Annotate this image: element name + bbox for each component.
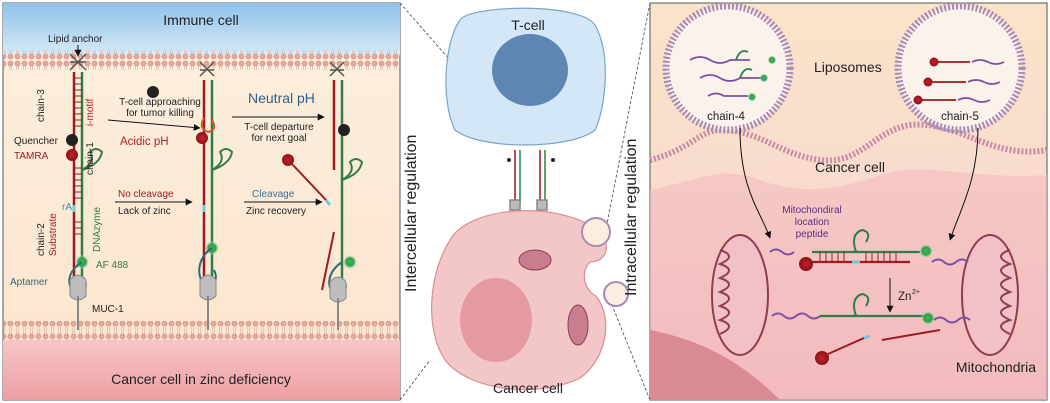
- lack-zinc-label: Lack of zinc: [118, 206, 171, 217]
- quencher-label: Quencher: [14, 136, 59, 147]
- intracellular-label: Intracellular regulation: [623, 139, 640, 296]
- immune-cell-label: Immune cell: [163, 12, 238, 28]
- no-cleavage-label: No cleavage: [118, 189, 174, 200]
- intercellular-label: Intercellular regulation: [403, 135, 420, 292]
- zinc-recovery-label: Zinc recovery: [246, 206, 306, 217]
- synapse-constructs: [507, 150, 555, 211]
- mito-peptide-label-1: Mitochondiral: [782, 205, 841, 216]
- quencher-dot: [66, 134, 78, 146]
- mitochondrion-left: [711, 234, 769, 356]
- departure-label-2: for next goal: [251, 133, 306, 144]
- mito-peptide-label-2: location: [795, 217, 829, 228]
- dnazyme-label: DNAzyme: [92, 207, 103, 252]
- cancer-membrane: [4, 321, 399, 341]
- tamra-label: TAMRA: [14, 151, 49, 162]
- liposome-small-1: [581, 217, 611, 247]
- liposomes-label: Liposomes: [814, 59, 882, 75]
- tcell-label: T-cell: [511, 17, 544, 33]
- mito-peptide-label-3: peptide: [796, 229, 829, 240]
- aptamer-label: Aptamer: [10, 277, 48, 288]
- lipid-anchor-label: Lipid anchor: [48, 34, 103, 45]
- cancer-cell-right-label: Cancer cell: [815, 159, 885, 175]
- departure-label-1: T-cell departure: [244, 122, 314, 133]
- chain3-label: chain-3: [36, 89, 47, 122]
- zn-label: Zn: [898, 291, 911, 303]
- cleavage-label: Cleavage: [252, 189, 295, 200]
- zn-superscript: 2+: [912, 289, 920, 296]
- chain2-label: chain-2: [36, 223, 47, 256]
- tcell-nucleus: [492, 34, 568, 106]
- construct-initial: [66, 53, 104, 330]
- mito-construct-top: [769, 228, 969, 271]
- chain5-label: chain-5: [941, 111, 979, 123]
- mitochondrion-small-1: [518, 249, 552, 271]
- construct-acidic: [196, 61, 234, 330]
- acidic-ph-label: Acidic pH: [120, 136, 169, 148]
- neutral-ph-label: Neutral pH: [248, 90, 315, 106]
- liposome-right: [894, 2, 1026, 134]
- imotif-label: i-motif: [85, 99, 96, 126]
- approach-label-2: for tumor killing: [126, 108, 194, 119]
- middle-panel: T-cell Cancer cell Intercellular regulat…: [399, 2, 651, 401]
- cancer-membrane-curve: [649, 121, 1048, 164]
- liposome-small-2: [603, 281, 629, 307]
- muc1-icon: [69, 274, 87, 301]
- cancer-nucleus: [460, 278, 532, 362]
- mitochondrion-small-2: [567, 304, 589, 346]
- cancer-cell-label: Cancer cell: [493, 380, 563, 396]
- approach-label-1: T-cell approaching: [119, 97, 201, 108]
- construct-cleaved: [282, 61, 364, 330]
- chain1-label: chain-1: [85, 142, 96, 175]
- liposome-left: [662, 2, 794, 134]
- substrate-label: Substrate: [48, 213, 59, 256]
- muc1-label: MUC-1: [92, 304, 124, 315]
- tcell-ball-icon: [147, 86, 159, 98]
- left-panel: Immune cell Cancer cell in zinc deficien…: [2, 2, 401, 401]
- tamra-dot: [66, 149, 78, 161]
- mito-construct-bottom: [771, 292, 971, 365]
- immune-membrane: [4, 50, 399, 70]
- af488-label: AF 488: [96, 260, 129, 271]
- mitochondria-label: Mitochondria: [956, 359, 1036, 375]
- ra-label: rA: [62, 202, 72, 213]
- right-panel: Liposomes chain-4 chain-5 Cancer cell Mi…: [623, 2, 1048, 401]
- cancer-zinc-label: Cancer cell in zinc deficiency: [111, 371, 291, 387]
- chain4-label: chain-4: [707, 111, 745, 123]
- mitochondrion-right: [961, 234, 1019, 356]
